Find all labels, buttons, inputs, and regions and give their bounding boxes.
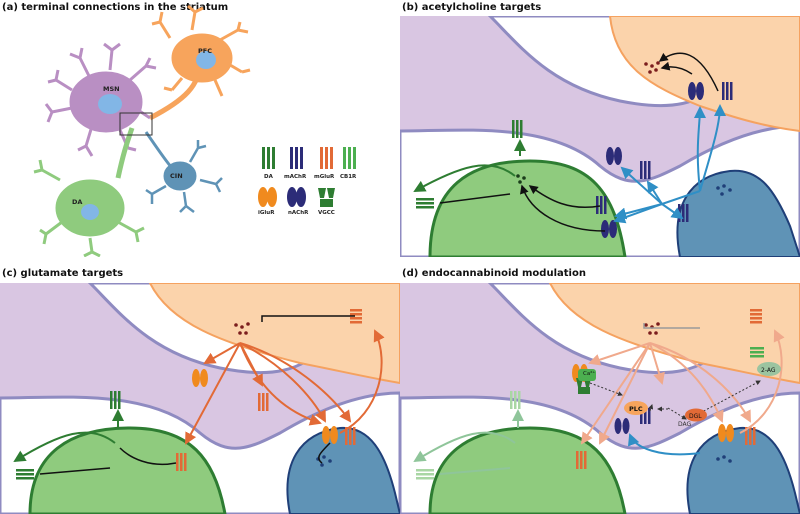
panel-d-title: (d) endocannabinoid modulation: [402, 268, 586, 279]
panel-d-figure: Ca²⁺ PLC DGL DAG 2-AG: [400, 283, 800, 514]
glutamate-vesicles: [644, 61, 660, 74]
machr-receptors-d: [614, 408, 651, 434]
ca-label: Ca²⁺: [583, 370, 595, 377]
legend-label-nachr: nAChR: [288, 210, 309, 216]
glu-vesicles-c: [234, 322, 250, 335]
cin-label: CIN: [170, 172, 183, 180]
cin-terminal-d: [686, 426, 800, 514]
cin-neuron: [144, 131, 223, 213]
ag-node: 2-AG: [757, 362, 781, 376]
retrograde-inhibition-d: [643, 323, 700, 329]
glutamate-arrows: [185, 329, 385, 445]
panel-b-title: (b) acetylcholine targets: [402, 2, 542, 13]
panel-a-figure: PFC MSN DA CIN DA mAChR mGluR CB1R iGluR…: [33, 4, 357, 257]
receptor-legend: DA mAChR mGluR CB1R iGluR nAChR VGCC: [258, 147, 357, 216]
ach-arrows-d: [628, 433, 701, 456]
panel-c-figure: [0, 283, 400, 514]
pfc-terminal-d: [548, 283, 800, 385]
mglur-receptors-c: [176, 309, 362, 471]
ecb-arrows: [580, 329, 785, 445]
ach-vesicles-d: [716, 455, 732, 463]
legend-label-cb1r: CB1R: [340, 174, 357, 180]
dgl-node: DGL: [685, 408, 707, 422]
inset-box: [119, 112, 153, 136]
legend-vgcc-icon: [318, 188, 335, 207]
da-nucleus: [81, 204, 99, 220]
pfc-nucleus: [196, 51, 216, 69]
pfc-terminal: [608, 16, 800, 133]
legend-label-da: DA: [264, 174, 274, 180]
ach-vesicles-c: [316, 455, 332, 467]
da-label: DA: [72, 198, 82, 206]
legend-da-receptor-icon: [262, 147, 275, 169]
ca-label-group: Ca²⁺: [578, 369, 596, 381]
legend-label-machr: mAChR: [284, 174, 307, 180]
ecb-pathway-arrows: [589, 380, 761, 420]
cb1r-receptor-d: [750, 347, 764, 358]
legend-label-iglur: iGluR: [258, 210, 275, 216]
da-receptors-c: [16, 391, 121, 480]
nachr-receptors: [601, 82, 704, 238]
legend-iglur-icon: [258, 187, 277, 207]
ach-vesicles: [716, 184, 732, 196]
plc-label: PLC: [629, 405, 643, 413]
panel-b-figure: [400, 16, 800, 257]
dgl-label: DGL: [689, 413, 702, 420]
da-receptors: [416, 120, 523, 209]
panel-a-title: (a) terminal connections in the striatum: [2, 2, 229, 13]
pfc-terminal-c: [148, 283, 400, 385]
da-terminal-c: [28, 426, 227, 514]
legend-label-mglur: mGluR: [314, 174, 335, 180]
cin-terminal-c: [286, 426, 400, 514]
panel-c-title: (c) glutamate targets: [2, 268, 124, 279]
da-vesicles: [516, 174, 526, 184]
legend-nachr-icon: [287, 187, 306, 207]
da-arrows-faded: [413, 409, 524, 475]
legend-machr-icon: [290, 147, 303, 169]
signal-arrows-c: [39, 315, 355, 475]
mglur-receptors-d: [576, 309, 762, 469]
msn-label: MSN: [103, 85, 120, 93]
legend-mglur-icon: [320, 147, 333, 169]
ach-arrows: [613, 104, 726, 224]
msn-nucleus: [98, 94, 122, 114]
iglur-receptors-c: [192, 369, 338, 444]
dag-label: DAG: [678, 421, 692, 428]
pfc-label: PFC: [198, 47, 212, 55]
legend-cb1r-icon: [343, 147, 356, 169]
signal-arrows: [439, 52, 719, 232]
da-receptors-d: [416, 391, 521, 480]
da-terminal-d: [428, 426, 627, 514]
da-neuron: [33, 127, 145, 257]
legend-label-vgcc: VGCC: [318, 210, 335, 216]
plc-node: PLC: [624, 401, 648, 415]
ag-label: 2-AG: [761, 367, 776, 374]
